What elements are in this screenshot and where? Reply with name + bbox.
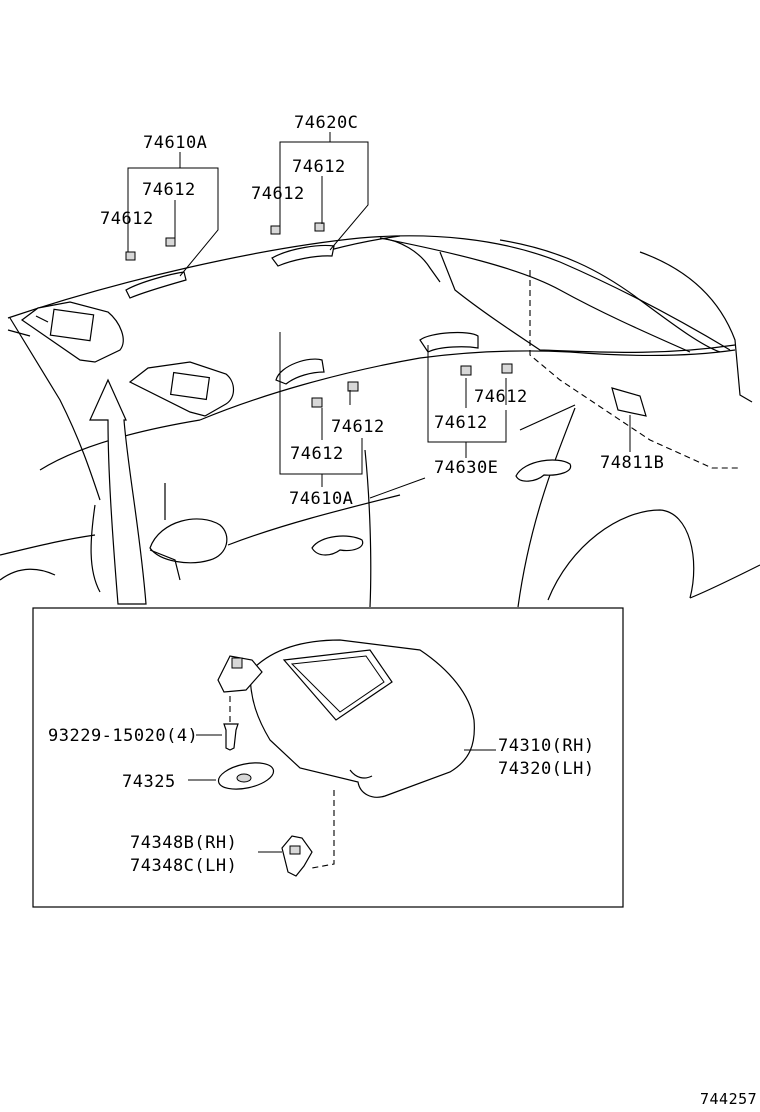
- label-74612-g: 74612: [434, 413, 488, 433]
- leader-lines: [127, 132, 631, 499]
- detail-sun-visor: [217, 639, 475, 798]
- cover-74325: [188, 762, 275, 790]
- label-74348B: 74348B(RH): [130, 833, 237, 853]
- door-handle-front: [311, 535, 364, 556]
- sun-visor-left-car: [20, 301, 124, 363]
- assist-grip-rear-left: [271, 244, 335, 267]
- label-74612-f: 74612: [331, 417, 385, 437]
- label-74612-h: 74612: [290, 444, 344, 464]
- sun-visor-right-car: [128, 361, 235, 417]
- assist-grip-front-left: [125, 271, 187, 299]
- screw: [196, 696, 239, 751]
- clips: [125, 222, 513, 408]
- label-74320: 74320(LH): [498, 759, 595, 779]
- label-74612-a: 74612: [292, 157, 346, 177]
- label-screw: 93229-15020(4): [48, 726, 198, 746]
- visor-holder: [258, 790, 335, 877]
- label-74612-e: 74612: [474, 387, 528, 407]
- label-74610A-bottom: 74610A: [289, 489, 353, 509]
- label-74612-c: 74612: [251, 184, 305, 204]
- callout-arrow: [89, 378, 147, 605]
- label-74325: 74325: [122, 772, 176, 792]
- door-handle-rear: [515, 459, 572, 482]
- detail-box: [32, 607, 624, 908]
- assist-grip-rear-right: [419, 331, 479, 353]
- label-74348C: 74348C(LH): [130, 856, 237, 876]
- label-74612-d: 74612: [100, 209, 154, 229]
- mirror: [149, 518, 228, 581]
- label-74811B: 74811B: [600, 453, 664, 473]
- assist-grip-front-right: [275, 358, 325, 385]
- diagram-code: 744257: [700, 1090, 757, 1108]
- label-74610A-top: 74610A: [143, 133, 207, 153]
- car-side-outline: [0, 270, 760, 608]
- label-74612-b: 74612: [142, 180, 196, 200]
- label-74630E: 74630E: [434, 458, 498, 478]
- label-74620C: 74620C: [294, 113, 358, 133]
- garment-hook: [611, 387, 647, 417]
- label-74310: 74310(RH): [498, 736, 595, 756]
